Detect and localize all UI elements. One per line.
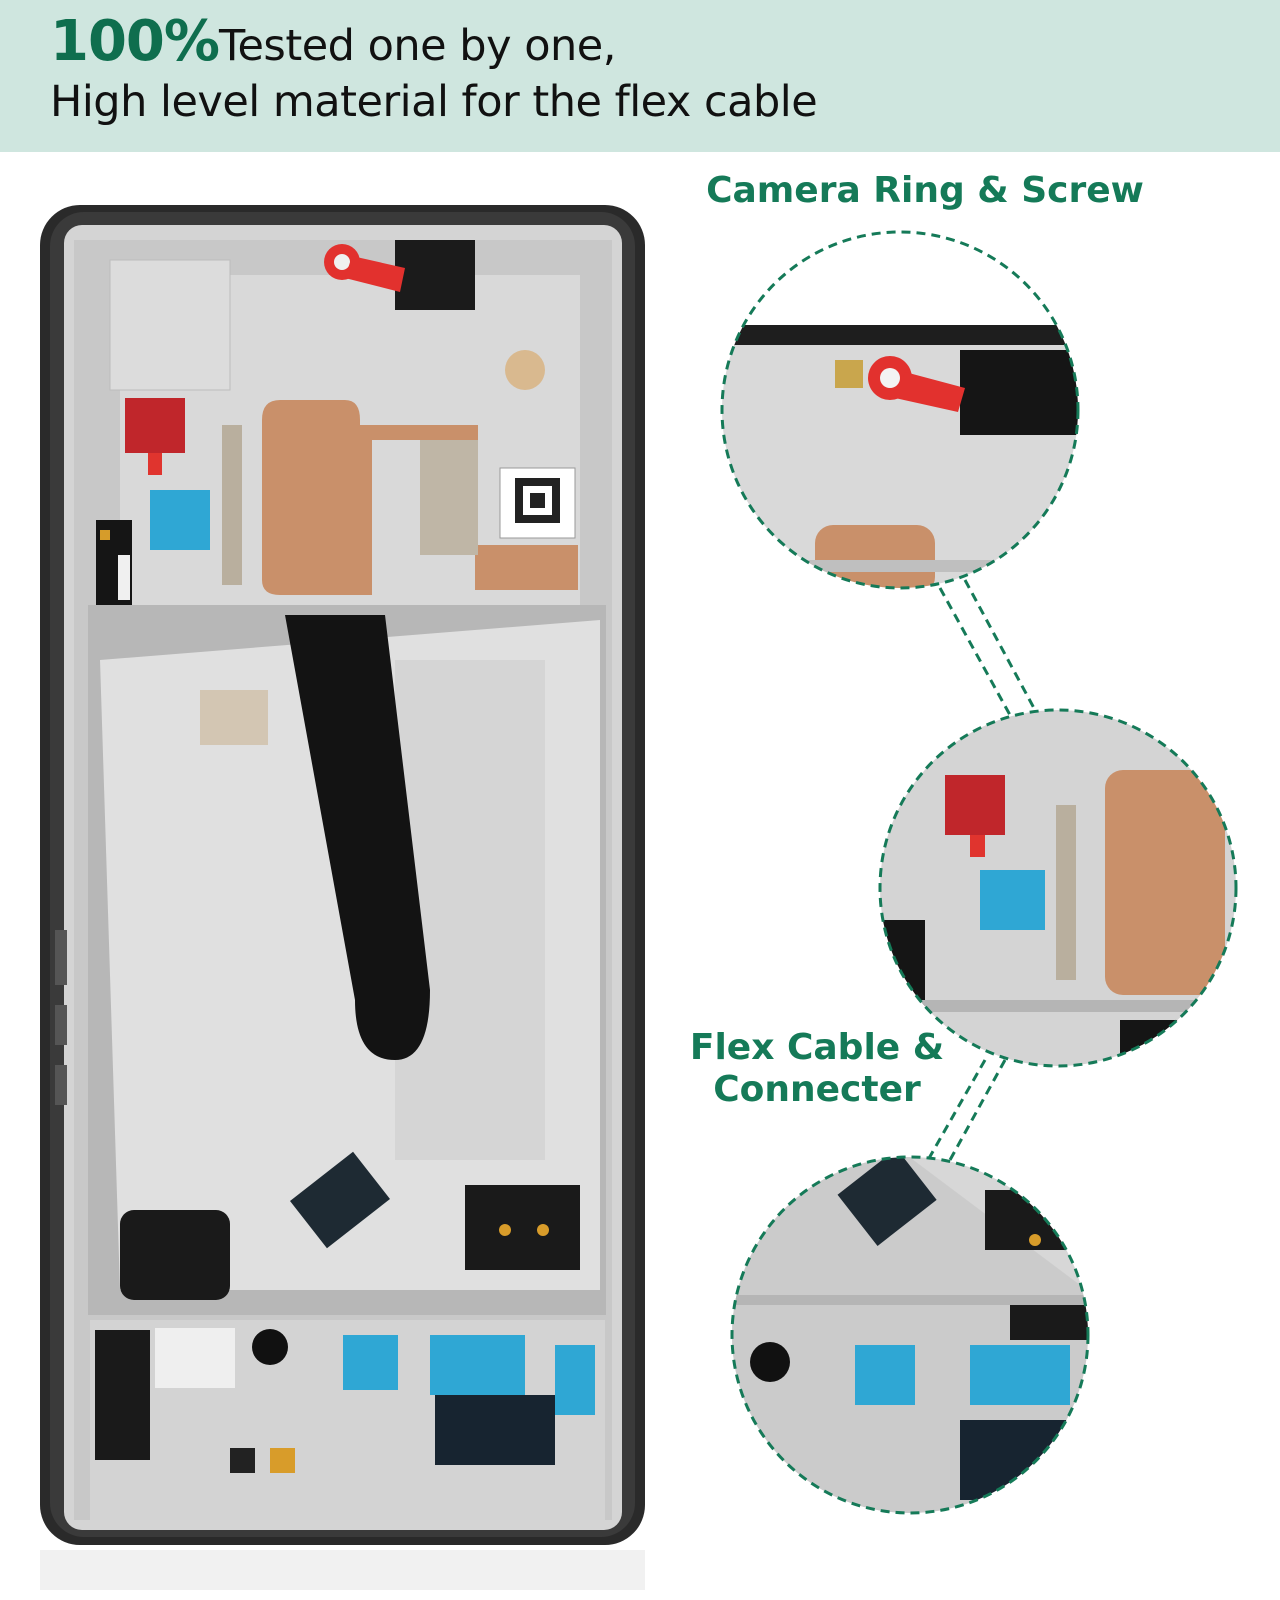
flex-callout-line2: Connecter	[713, 1069, 921, 1110]
black-flex-strip	[285, 615, 430, 1060]
flex-callout-line1: Flex Cable &	[689, 1027, 945, 1068]
flex-cable-callout: Flex Cable & Connecter	[672, 1027, 962, 1111]
red-adhesive-pad	[125, 398, 185, 453]
flex-cable-zoom-icon	[880, 710, 1236, 1066]
banner-line2: High level material for the flex cable	[50, 77, 818, 127]
blue-adhesive-pad	[150, 490, 210, 550]
camera-ring-callout: Camera Ring & Screw	[706, 170, 1144, 211]
banner-percent: 100%	[50, 9, 220, 74]
connector-zoom-icon	[732, 1157, 1088, 1513]
camera-ring-zoom-icon	[722, 232, 1078, 588]
top-banner: 100%Tested one by one, High level materi…	[0, 0, 1280, 152]
phone-frame-image	[40, 205, 645, 1590]
camera-housing	[395, 240, 475, 310]
banner-line1: Tested one by one,	[219, 21, 616, 71]
dashed-connectors	[926, 579, 1037, 1161]
banner-headline: 100%Tested one by one, High level materi…	[50, 14, 818, 130]
